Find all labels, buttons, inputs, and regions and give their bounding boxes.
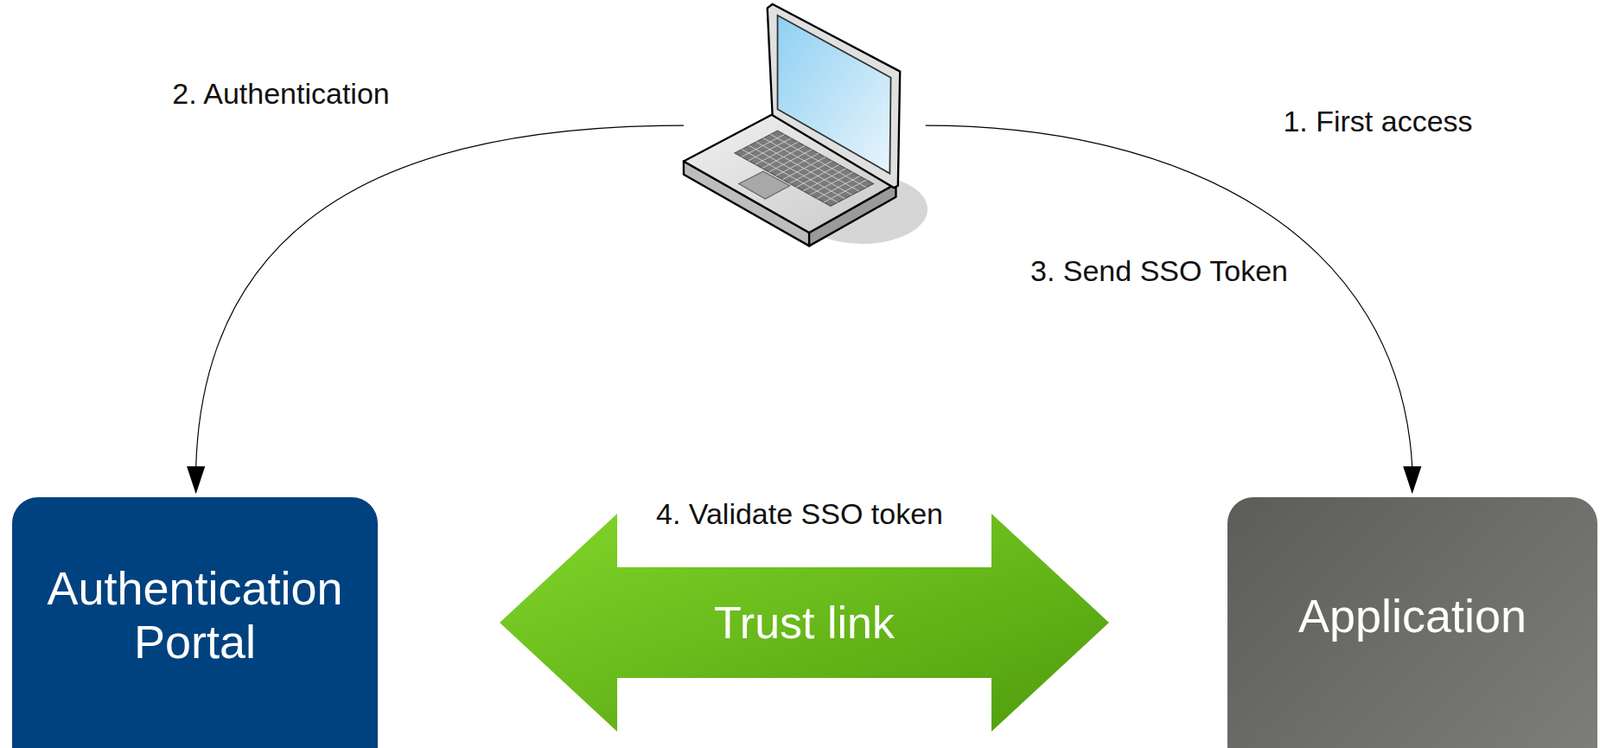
step-label: 2. Authentication [172, 76, 389, 111]
laptop-touchpad [739, 171, 791, 199]
process-box: Authentication Portal [12, 497, 378, 748]
trust-arrow [499, 513, 1110, 732]
process-box: Application [1227, 497, 1598, 748]
laptop-lid [767, 4, 900, 188]
box-label: Authentication Portal [20, 560, 370, 669]
step-label: 1. First access [1282, 104, 1473, 139]
curve-first-access [925, 125, 1413, 467]
arrowhead [186, 465, 205, 494]
edge-label: Trust link [713, 596, 895, 649]
curve-authentication [196, 125, 684, 467]
arrowhead [1402, 465, 1422, 494]
laptop-screen [777, 15, 892, 174]
box-label: Application [1298, 588, 1527, 643]
step-label: 4. Validate SSO token [656, 497, 944, 531]
step-label: 3. Send SSO Token [1030, 254, 1288, 288]
